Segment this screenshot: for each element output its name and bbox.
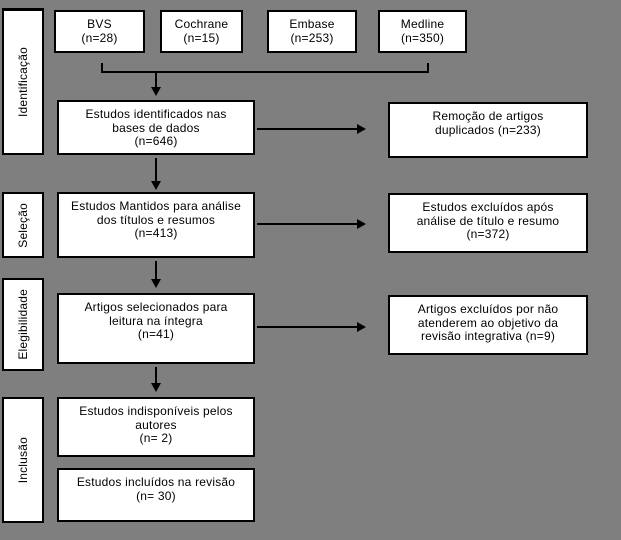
arrow-sources-to-identified-head xyxy=(151,87,161,96)
arrow-to-duplicados-head xyxy=(357,124,366,134)
box-artigos-selecionados: Artigos selecionados para leitura na ínt… xyxy=(57,293,255,364)
source-box-medline: Medline (n=350) xyxy=(378,10,467,53)
arrow-selecionados-to-indisponiveis-shaft xyxy=(155,367,157,383)
phase-box-selecao: Seleção xyxy=(2,192,44,258)
arrow-mantidos-to-selecionados-shaft xyxy=(155,261,157,279)
box-remocao-duplicados: Remoção de artigos duplicados (n=233) xyxy=(388,102,588,158)
connector-horizontal-top xyxy=(101,71,429,73)
phase-label-identificacao: Identificação xyxy=(16,47,30,117)
box-excluidos-objetivo: Artigos excluídos por não atenderem ao o… xyxy=(388,295,588,355)
phase-box-elegibilidade: Elegibilidade xyxy=(2,278,44,371)
box-estudos-incluidos: Estudos incluídos na revisão (n= 30) xyxy=(57,468,255,522)
arrow-identified-to-mantidos-head xyxy=(151,181,161,190)
arrow-sources-to-identified-shaft xyxy=(155,72,157,88)
phase-box-identificacao: Identificação xyxy=(2,8,44,155)
source-box-bvs: BVS (n=28) xyxy=(54,10,145,53)
connector-tick-bvs xyxy=(101,63,103,73)
arrow-mantidos-to-selecionados-head xyxy=(151,279,161,288)
box-estudos-mantidos: Estudos Mantidos para análise dos título… xyxy=(57,192,255,258)
source-box-embase: Embase (n=253) xyxy=(267,10,357,53)
arrow-to-excluidos-objetivo-head xyxy=(357,322,366,332)
arrow-selecionados-to-indisponiveis-head xyxy=(151,383,161,392)
phase-box-inclusao: Inclusão xyxy=(2,397,44,523)
phase-label-elegibilidade: Elegibilidade xyxy=(16,289,30,360)
arrow-to-duplicados-shaft xyxy=(257,128,358,130)
box-estudos-identificados: Estudos identificados nas bases de dados… xyxy=(57,100,255,155)
arrow-identified-to-mantidos-shaft xyxy=(155,158,157,181)
phase-label-inclusao: Inclusão xyxy=(16,436,30,484)
arrow-to-excluidos-objetivo-shaft xyxy=(257,326,358,328)
arrow-to-excluidos-titulo-head xyxy=(357,219,366,229)
box-estudos-indisponiveis: Estudos indisponíveis pelos autores (n= … xyxy=(57,397,255,457)
arrow-to-excluidos-titulo-shaft xyxy=(257,223,358,225)
box-excluidos-titulo-resumo: Estudos excluídos após análise de título… xyxy=(388,193,588,253)
connector-tick-medline xyxy=(427,63,429,73)
phase-label-selecao: Seleção xyxy=(16,202,30,248)
source-box-cochrane: Cochrane (n=15) xyxy=(160,10,243,53)
